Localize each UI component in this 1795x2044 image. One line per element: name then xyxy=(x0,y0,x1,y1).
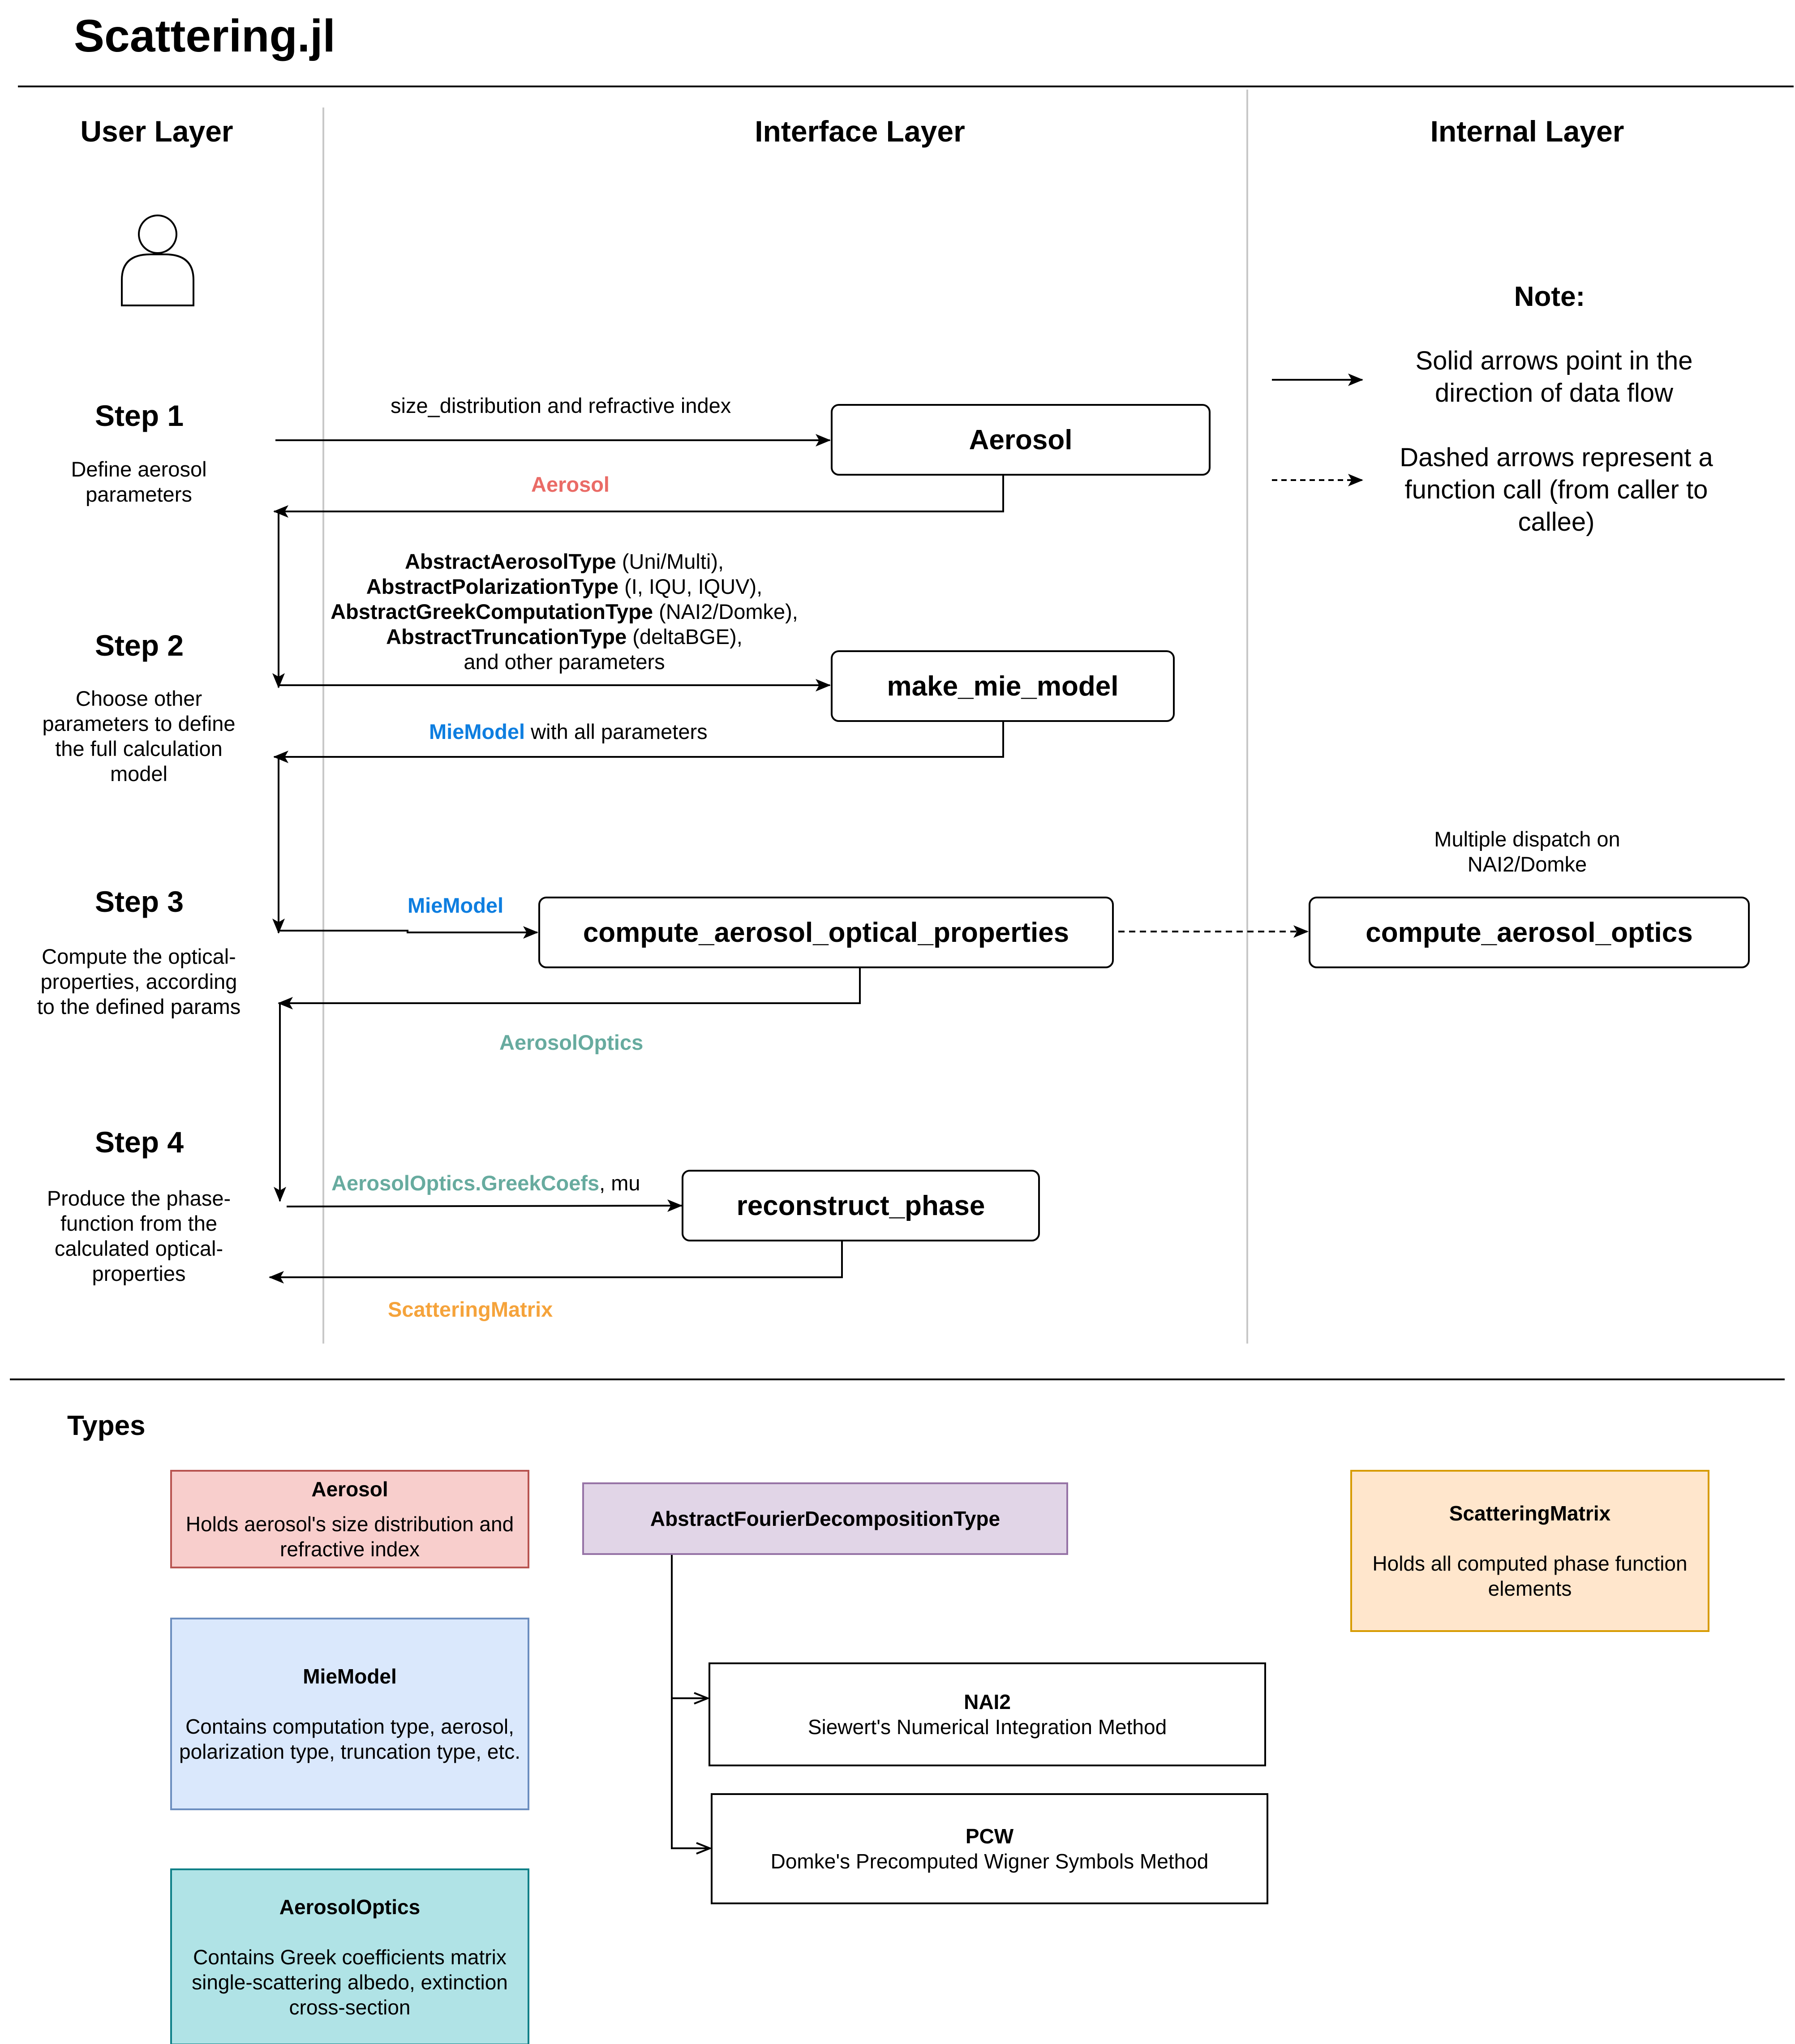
param-polarization-type: AbstractPolarizationType (I, IQU, IQUV), xyxy=(366,575,763,598)
type-aerosol-card: Aerosol Holds aerosol's size distributio… xyxy=(170,1470,529,1568)
user-layer-heading: User Layer xyxy=(80,115,233,148)
type-aerosoloptics-card: AerosolOptics Contains Greek coefficient… xyxy=(170,1868,529,2044)
type-miemodel-name: MieModel xyxy=(303,1665,397,1688)
param-other: and other parameters xyxy=(464,650,665,674)
note-heading: Note: xyxy=(1514,281,1585,312)
label-aerosol-optics-return: AerosolOptics xyxy=(499,1031,644,1054)
type-scatteringmatrix-card: ScatteringMatrix Holds all computed phas… xyxy=(1350,1470,1709,1632)
step-1-description: Define aerosol parameters xyxy=(71,457,207,506)
arrow-scattering-return xyxy=(269,1241,843,1284)
type-nai2-desc: Siewert's Numerical Integration Method xyxy=(807,1715,1167,1739)
type-tree-to-nai2 xyxy=(671,1555,708,1698)
step-2-description: Choose other parameters to define the fu… xyxy=(42,687,236,786)
label-miemodel-return: MieModel with all parameters xyxy=(429,720,708,743)
label-aerosol-return: Aerosol xyxy=(531,472,610,496)
note-dashed-text: Dashed arrows represent a function call … xyxy=(1400,443,1713,537)
type-tree-to-pcw xyxy=(671,1698,710,1848)
arrow-miemodel-in xyxy=(279,926,538,939)
arrow-greek-in xyxy=(286,1199,683,1212)
page-title: Scattering.jl xyxy=(74,10,335,61)
step-4-description: Produce the phase-function from the calc… xyxy=(47,1186,231,1285)
param-aerosol-type: AbstractAerosolType (Uni/Multi), xyxy=(404,550,724,573)
type-aerosoloptics-desc: Contains Greek coefficients matrix singl… xyxy=(192,1945,508,2019)
types-heading: Types xyxy=(67,1410,146,1441)
compute-aerosol-optics-box[interactable]: compute_aerosol_optics xyxy=(1309,897,1750,968)
make-mie-model-box[interactable]: make_mie_model xyxy=(831,650,1175,722)
type-scatteringmatrix-name: ScatteringMatrix xyxy=(1449,1502,1611,1525)
type-pcw-card: PCW Domke's Precomputed Wigner Symbols M… xyxy=(711,1793,1268,1904)
type-fourier-name: AbstractFourierDecompositionType xyxy=(650,1507,1001,1530)
interface-layer-heading: Interface Layer xyxy=(755,115,965,148)
step-3-description: Compute the optical-properties, accordin… xyxy=(37,945,241,1018)
type-nai2-name: NAI2 xyxy=(964,1690,1011,1713)
type-aerosol-name: Aerosol xyxy=(311,1477,388,1501)
type-scatteringmatrix-desc: Holds all computed phase function elemen… xyxy=(1372,1552,1688,1600)
param-greek-type: AbstractGreekComputationType (NAI2/Domke… xyxy=(331,600,798,623)
reconstruct-phase-box[interactable]: reconstruct_phase xyxy=(682,1170,1040,1241)
label-abstract-parameters: AbstractAerosolType (Uni/Multi), Abstrac… xyxy=(287,549,842,674)
user-icon xyxy=(121,215,194,306)
type-miemodel-desc: Contains computation type, aerosol, pola… xyxy=(179,1715,520,1763)
arrow-miemodel-return xyxy=(273,722,1004,763)
type-pcw-name: PCW xyxy=(965,1825,1014,1848)
note-solid-text: Solid arrows point in the direction of d… xyxy=(1415,346,1693,408)
label-scattering-matrix-return: ScatteringMatrix xyxy=(388,1297,553,1321)
compute-aerosol-optical-properties-box[interactable]: compute_aerosol_optical_properties xyxy=(538,897,1114,968)
label-size-distribution: size_distribution and refractive index xyxy=(391,394,731,417)
label-multiple-dispatch: Multiple dispatch on NAI2/Domke xyxy=(1434,827,1620,876)
step-2-title: Step 2 xyxy=(95,629,184,662)
step-1-title: Step 1 xyxy=(95,399,184,432)
type-miemodel-card: MieModel Contains computation type, aero… xyxy=(170,1618,529,1810)
arrow-aerosol-return xyxy=(273,476,1004,518)
type-aerosoloptics-name: AerosolOptics xyxy=(279,1895,421,1919)
arrow-optics-return xyxy=(278,968,861,1009)
type-pcw-desc: Domke's Precomputed Wigner Symbols Metho… xyxy=(770,1850,1209,1873)
type-nai2-card: NAI2 Siewert's Numerical Integration Met… xyxy=(709,1662,1266,1766)
step-4-title: Step 4 xyxy=(95,1125,184,1159)
internal-layer-heading: Internal Layer xyxy=(1430,115,1624,148)
label-miemodel-in: MieModel xyxy=(408,893,504,917)
type-aerosol-desc: Holds aerosol's size distribution and re… xyxy=(185,1512,514,1561)
param-truncation-type: AbstractTruncationType (deltaBGE), xyxy=(386,625,743,648)
label-greek-coefs-in: AerosolOptics.GreekCoefs, mu xyxy=(331,1171,640,1195)
type-fourier-card: AbstractFourierDecompositionType xyxy=(582,1482,1068,1555)
step-3-title: Step 3 xyxy=(95,885,184,918)
aerosol-constructor-box[interactable]: Aerosol xyxy=(831,404,1211,476)
